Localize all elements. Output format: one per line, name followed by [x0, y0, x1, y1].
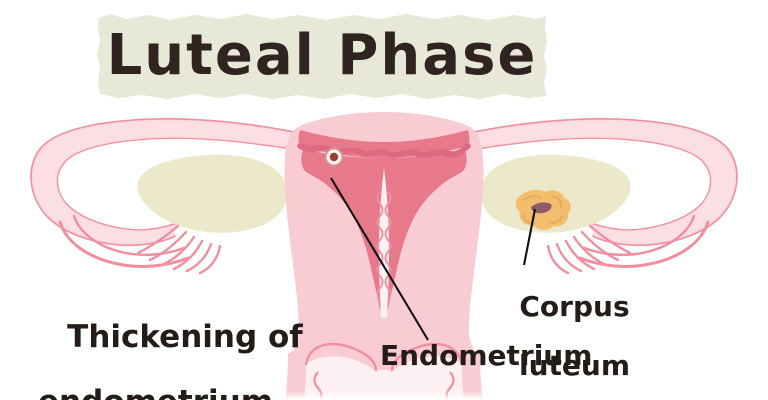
label-corpus-line1: Corpus	[519, 290, 630, 324]
leader-line-endometrium	[330, 177, 429, 341]
anatomy-illustration	[30, 112, 738, 400]
fimbriae-left	[58, 214, 222, 275]
title-banner: Luteal Phase	[96, 12, 548, 100]
fimbriae-right	[546, 214, 710, 275]
label-endometrium: Endometrium	[380, 339, 593, 372]
title-banner-background	[97, 14, 547, 99]
label-thickening-of-endometrium: Thickening of endometrium	[24, 288, 314, 400]
leader-line-corpus-luteum	[522, 208, 537, 266]
leader-lines	[330, 177, 537, 341]
ovum	[324, 147, 344, 167]
fallopian-tube-right	[466, 118, 738, 247]
label-corpus-luteum: Corpus luteum	[470, 263, 640, 400]
ovary-left	[137, 154, 288, 233]
fallopian-tube-left	[30, 118, 302, 247]
label-corpus-line2: luteum	[518, 349, 630, 383]
page-title: Luteal Phase	[106, 23, 538, 88]
vagina	[280, 342, 492, 400]
label-thickening-line1: Thickening of	[67, 318, 303, 355]
corpus-luteum	[515, 189, 571, 231]
label-thickening-line2: endometrium	[24, 386, 314, 400]
